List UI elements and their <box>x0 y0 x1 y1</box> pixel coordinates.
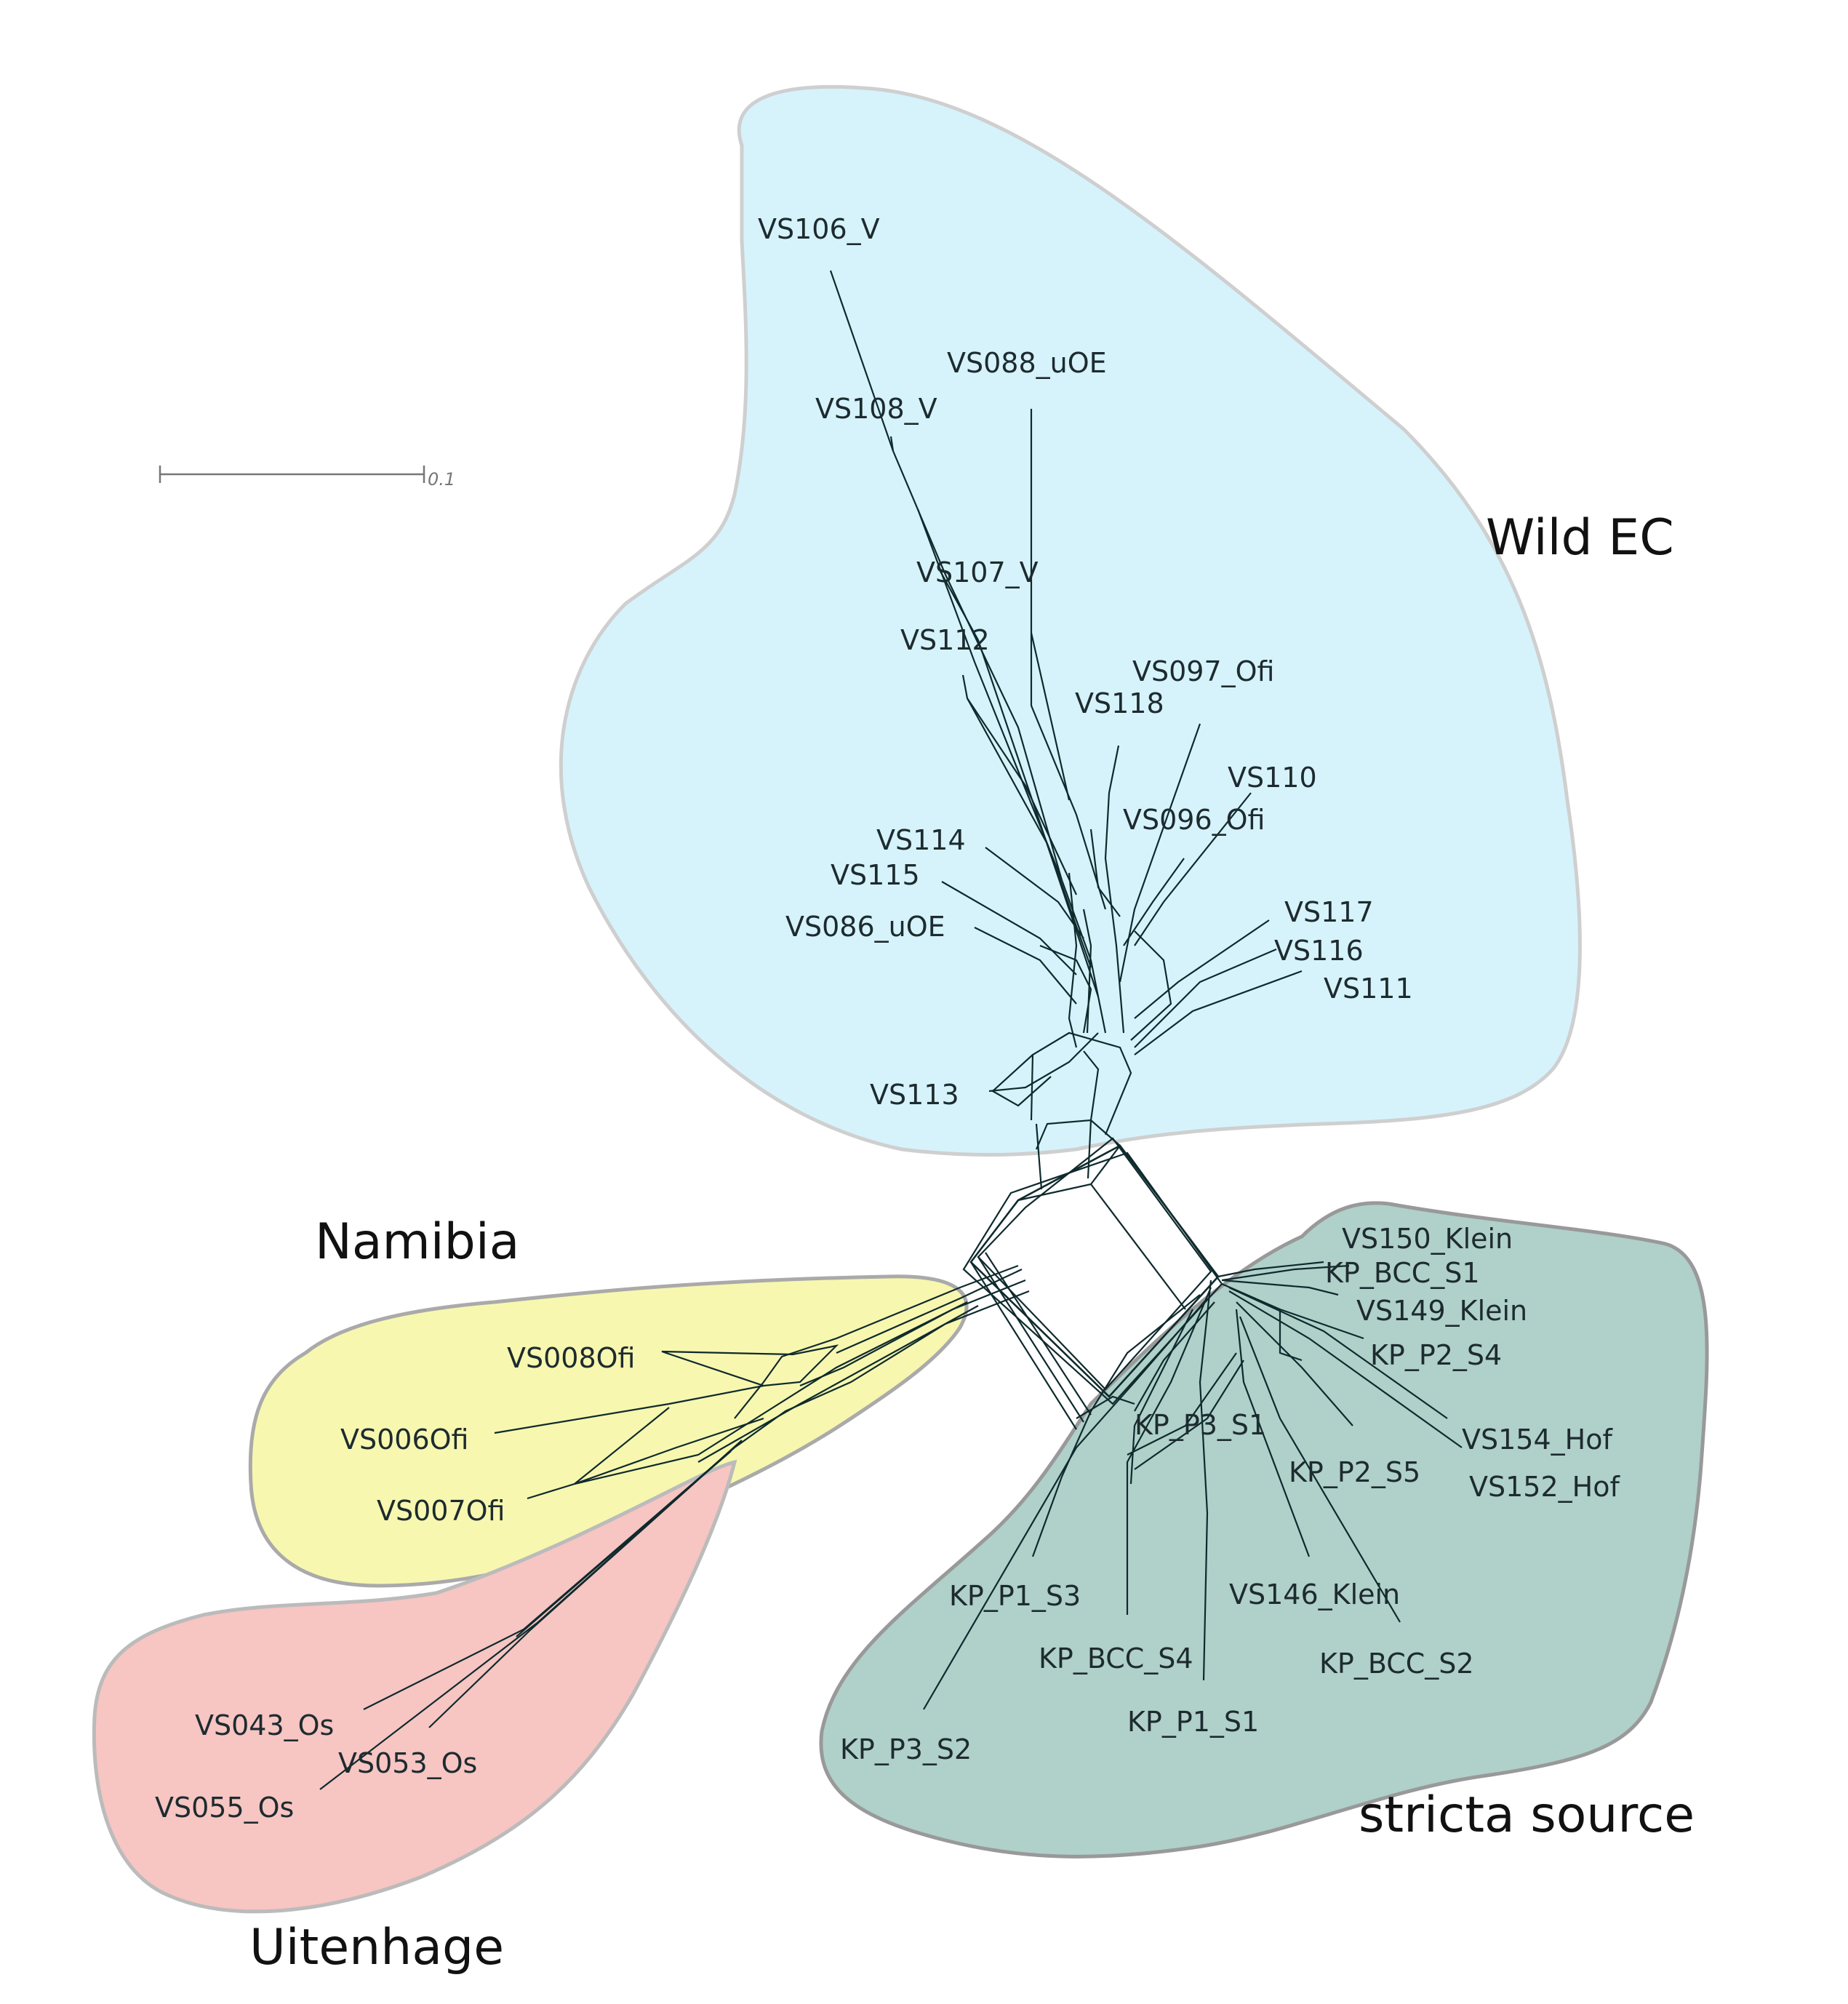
leaf-label: VS053_Os <box>338 1747 477 1779</box>
leaf-label: VS115 <box>831 859 920 891</box>
leaf-label: VS118 <box>1075 687 1164 719</box>
group-label-stricta-source: stricta source <box>1359 1787 1695 1844</box>
leaf-label: VS086_uOE <box>785 911 945 943</box>
leaf-label: VS055_Os <box>155 1792 294 1824</box>
leaf-label: VS006Ofi <box>340 1424 469 1456</box>
leaf-label: VS043_Os <box>195 1709 334 1741</box>
leaf-label: KP_BCC_S2 <box>1319 1648 1474 1680</box>
leaf-label: VS111 <box>1324 973 1413 1005</box>
leaf-label: VS113 <box>870 1079 959 1111</box>
leaf-label: VS108_V <box>815 393 937 425</box>
leaf-label: VS110 <box>1228 762 1317 794</box>
leaf-label: KP_P3_S2 <box>840 1733 972 1765</box>
leaf-label: VS117 <box>1284 896 1374 928</box>
group-label-wild-ec: Wild EC <box>1486 509 1674 567</box>
leaf-label: KP_BCC_S1 <box>1325 1257 1480 1289</box>
namibia-uitenhage-branches <box>319 1264 1030 1790</box>
leaf-label: VS112 <box>900 624 990 656</box>
leaf-label: VS116 <box>1274 935 1364 967</box>
leaf-label: VS146_Klein <box>1229 1578 1400 1610</box>
leaf-label: VS088_uOE <box>947 347 1107 379</box>
leaf-label: VS096_Ofi <box>1123 804 1265 836</box>
leaf-label: VS097_Ofi <box>1132 655 1275 687</box>
scale-bar-label: 0.1 <box>428 469 455 490</box>
leaf-label: KP_P3_S1 <box>1135 1409 1266 1441</box>
leaf-label: VS154_Hof <box>1462 1424 1613 1456</box>
leaf-label: KP_P2_S5 <box>1289 1456 1420 1488</box>
leaf-label: VS114 <box>876 824 966 856</box>
group-label-namibia: Namibia <box>315 1213 519 1271</box>
wild-ec-branches <box>829 270 1303 1093</box>
leaf-label: VS150_Klein <box>1342 1223 1513 1255</box>
wild-ec-hull <box>559 84 1582 1157</box>
stricta-branches <box>923 1261 1463 1710</box>
group-label-uitenhage: Uitenhage <box>249 1919 504 1976</box>
stricta-hull <box>819 1201 1709 1859</box>
leaf-label: VS107_V <box>916 556 1039 588</box>
leaf-label: VS149_Klein <box>1356 1295 1527 1327</box>
scale-bar: 0.1 <box>159 466 455 490</box>
leaf-label: KP_P2_S4 <box>1370 1339 1502 1371</box>
leaf-label: VS106_V <box>758 213 880 245</box>
leaf-label: VS007Ofi <box>377 1495 505 1527</box>
uitenhage-hull <box>92 1459 737 1914</box>
central-splits <box>962 1031 1223 1430</box>
leaf-label: VS008Ofi <box>507 1342 636 1374</box>
leaf-label: KP_P1_S1 <box>1127 1706 1259 1738</box>
leaf-label: KP_BCC_S4 <box>1039 1642 1193 1674</box>
leaf-label: KP_P1_S3 <box>949 1580 1081 1612</box>
leaf-label: VS152_Hof <box>1469 1471 1620 1503</box>
